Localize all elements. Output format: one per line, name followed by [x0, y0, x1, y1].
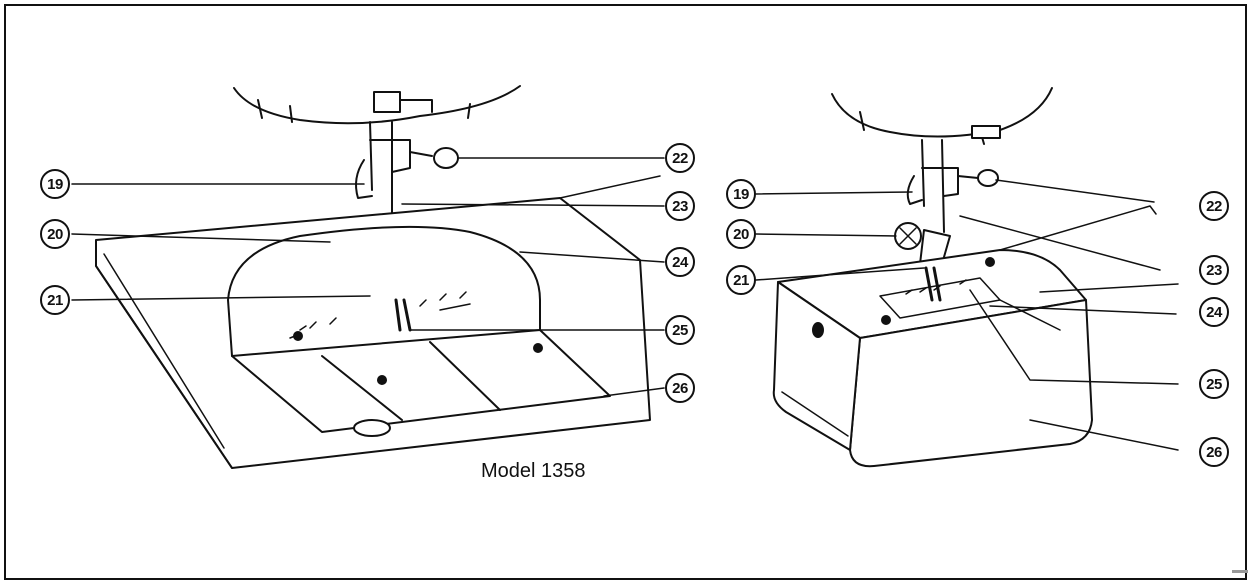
callout-24-right: 24 [1199, 297, 1229, 327]
callout-22-right: 22 [1199, 191, 1229, 221]
right-leader-lines [755, 179, 1179, 451]
callout-20-left: 20 [40, 219, 70, 249]
callout-19-left: 19 [40, 169, 70, 199]
callout-24-left: 24 [665, 247, 695, 277]
callout-23-right: 23 [1199, 255, 1229, 285]
callout-21-left: 21 [40, 285, 70, 315]
left-leader-lines [71, 157, 665, 397]
right-machine-drawing [772, 87, 1157, 468]
callout-25-left: 25 [665, 315, 695, 345]
callout-26-left: 26 [665, 373, 695, 403]
callout-22-left: 22 [665, 143, 695, 173]
corner-mark [1232, 570, 1248, 573]
callout-23-left: 23 [665, 191, 695, 221]
callout-21-right: 21 [726, 265, 756, 295]
callout-25-right: 25 [1199, 369, 1229, 399]
callout-26-right: 26 [1199, 437, 1229, 467]
model-caption: Model 1358 [481, 460, 586, 482]
callout-19-right: 19 [726, 179, 756, 209]
left-machine-drawing [95, 85, 661, 469]
callout-20-right: 20 [726, 219, 756, 249]
